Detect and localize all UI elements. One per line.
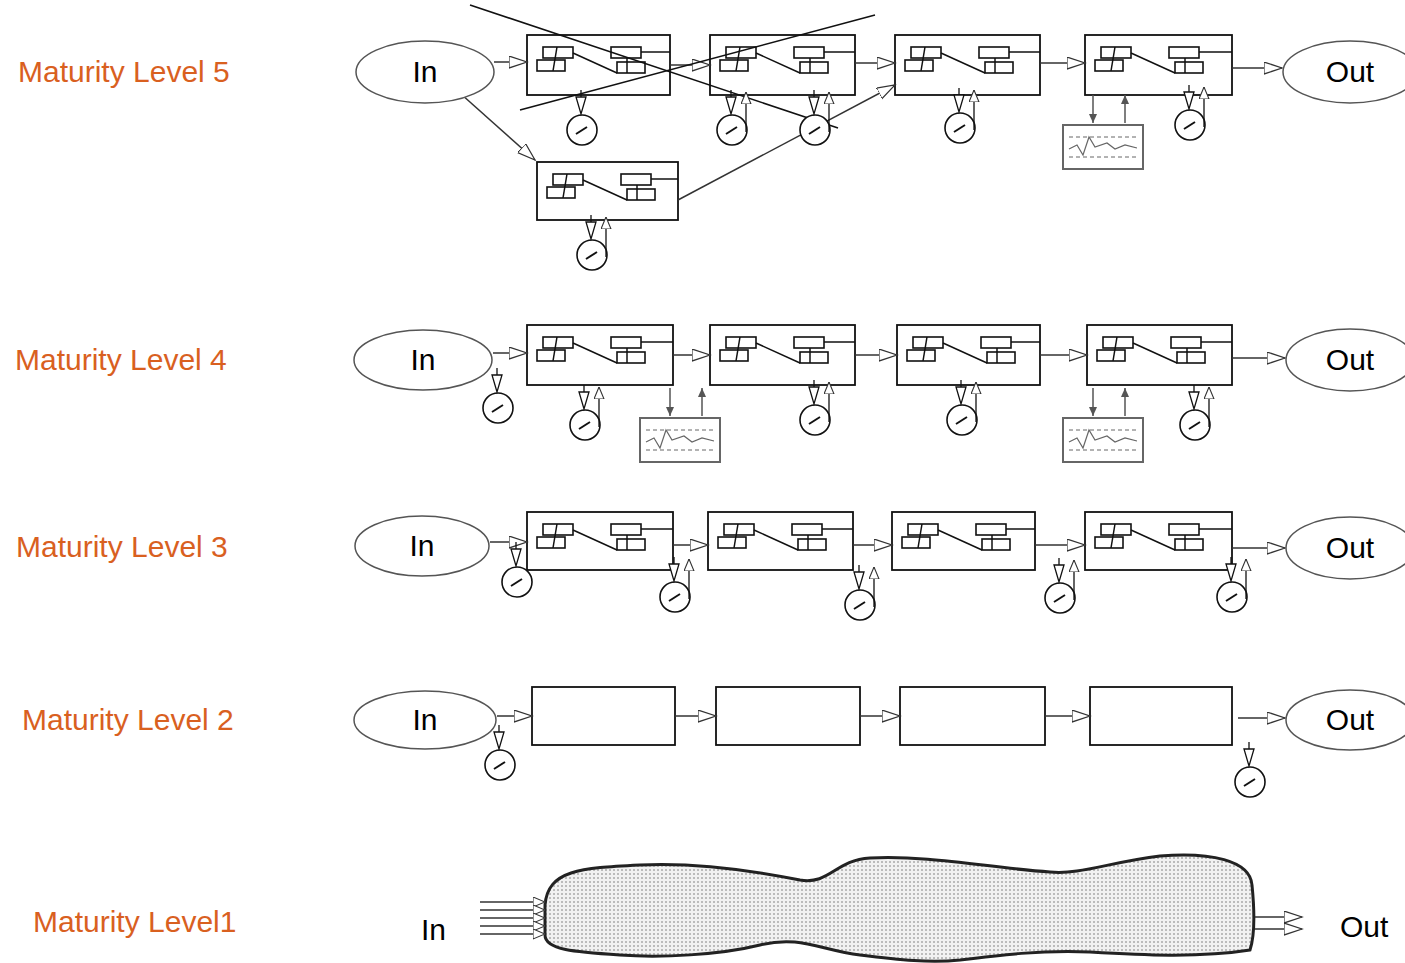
flow-arrow	[1255, 916, 1302, 918]
process-box	[1085, 35, 1232, 95]
flow-arrow	[855, 62, 895, 64]
measure-gauge	[1235, 742, 1265, 797]
output-label: Out	[1340, 912, 1388, 942]
flow-arrow	[673, 354, 710, 356]
measure-gauge	[1180, 385, 1210, 440]
process-box	[527, 512, 673, 570]
flow-arrow	[675, 715, 716, 717]
terminal-ellipse: In	[353, 690, 497, 750]
process-box	[1090, 687, 1232, 745]
flow-arrow	[1035, 544, 1085, 546]
measure-gauge	[1217, 557, 1247, 612]
process-box	[710, 35, 855, 95]
terminal-text: In	[412, 703, 437, 737]
process-box	[537, 162, 678, 220]
process-box	[895, 35, 1040, 95]
process-box	[716, 687, 860, 745]
flow-arrow	[1232, 357, 1285, 359]
control-chart	[1063, 388, 1143, 462]
flow-arrow	[1040, 62, 1085, 64]
flow-arrow	[1045, 715, 1090, 717]
terminal-ellipse: Out	[1285, 328, 1405, 392]
flow-arrow	[1238, 717, 1285, 719]
measure-gauge	[947, 380, 977, 435]
measure-gauge	[845, 565, 875, 620]
measure-gauge	[660, 557, 690, 612]
measure-gauge	[1045, 558, 1075, 613]
process-box	[532, 687, 675, 745]
terminal-text: In	[410, 343, 435, 377]
terminal-ellipse: In	[353, 329, 493, 391]
strike-line	[470, 5, 838, 128]
flow-arrow	[673, 544, 708, 546]
strike-line	[520, 15, 875, 110]
level-label: Maturity Level 2	[22, 705, 234, 735]
level-label: Maturity Level1	[33, 907, 236, 937]
terminal-ellipse: In	[354, 515, 490, 577]
flow-arrow	[497, 715, 532, 717]
flow-arrow	[1040, 354, 1087, 356]
measure-gauge	[567, 90, 597, 145]
process-box	[710, 325, 855, 385]
flow-arrow	[855, 354, 897, 356]
terminal-ellipse: In	[355, 40, 495, 104]
measure-gauge	[717, 90, 747, 145]
measure-gauge	[502, 542, 532, 597]
flow-arrow	[1232, 67, 1282, 69]
terminal-text: Out	[1326, 531, 1374, 565]
terminal-ellipse: Out	[1282, 40, 1405, 104]
measure-gauge	[1175, 85, 1205, 140]
flow-arrow	[860, 715, 900, 717]
terminal-text: Out	[1326, 55, 1374, 89]
flow-arrow	[480, 901, 545, 903]
flow-arrow	[480, 933, 545, 935]
control-chart	[640, 388, 720, 462]
process-box	[708, 512, 853, 570]
process-box	[892, 512, 1035, 570]
level-label: Maturity Level 5	[18, 57, 230, 87]
flow-arrow	[494, 61, 527, 63]
flow-arrow	[493, 352, 527, 354]
process-box	[1087, 325, 1232, 385]
flow-arrow	[853, 544, 892, 546]
process-box	[900, 687, 1045, 745]
flow-arrow	[678, 85, 895, 200]
measure-gauge	[577, 215, 607, 270]
flow-arrow	[480, 925, 545, 927]
measure-gauge	[945, 88, 975, 143]
terminal-text: Out	[1326, 343, 1374, 377]
flow-arrow	[490, 541, 527, 543]
process-box	[527, 325, 673, 385]
level-label: Maturity Level 3	[16, 532, 228, 562]
flow-arrow	[480, 909, 545, 911]
measure-gauge	[800, 90, 830, 145]
measure-gauge	[800, 380, 830, 435]
measure-gauge	[570, 385, 600, 440]
process-box	[897, 325, 1040, 385]
control-chart	[1063, 95, 1143, 169]
measure-gauge	[483, 368, 513, 423]
terminal-text: In	[409, 529, 434, 563]
process-box	[1085, 512, 1232, 570]
terminal-text: Out	[1326, 703, 1374, 737]
terminal-text: In	[412, 55, 437, 89]
flow-arrow	[1232, 547, 1285, 549]
level-label: Maturity Level 4	[15, 345, 227, 375]
terminal-ellipse: Out	[1285, 516, 1405, 580]
illustration	[452, 5, 1302, 961]
flow-arrow	[1255, 928, 1302, 930]
input-label: In	[421, 915, 446, 945]
flow-arrow	[480, 917, 545, 919]
chaos-blob	[545, 855, 1254, 961]
terminal-ellipse: Out	[1285, 689, 1405, 751]
